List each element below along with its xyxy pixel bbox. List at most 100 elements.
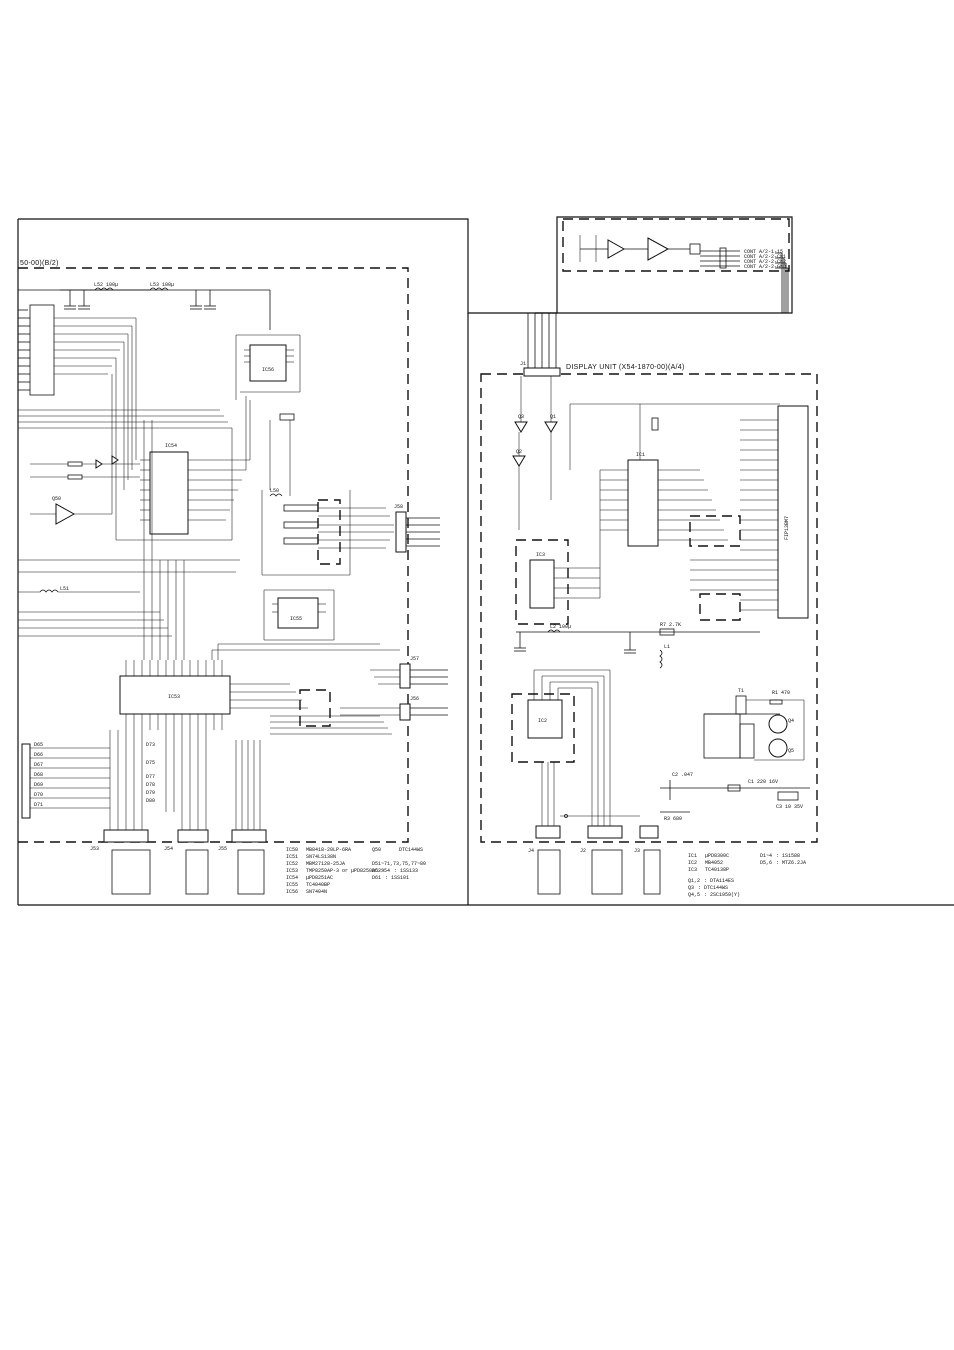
ic55: IC55 — [263, 589, 335, 641]
svg-text:D75: D75 — [146, 760, 155, 766]
svg-text:IC1: IC1 — [636, 452, 645, 458]
svg-text:Q3: DTC144WS: Q3: DTC144WS — [688, 885, 728, 891]
svg-text:Q4,5: 2SC1959(Y): Q4,5: 2SC1959(Y) — [688, 892, 740, 898]
svg-text:J4: J4 — [528, 848, 534, 854]
diode-array-left: D65 D66 D67 D68 D69 D70 D71 — [21, 742, 110, 819]
coil-l53-label: L53 100µ — [150, 282, 174, 288]
ic1: IC1 — [569, 403, 780, 547]
input-network: L51 — [18, 455, 140, 593]
power-rail: L52 100µ L53 100µ — [60, 282, 271, 330]
ic54-label: IC54 — [165, 443, 177, 449]
coil-l52-label: L52 100µ — [94, 282, 118, 288]
svg-text:Q5: Q5 — [788, 748, 794, 754]
ic56-label: IC56 — [262, 367, 274, 373]
main-board: 50-00)(B/2) — [18, 260, 448, 895]
svg-text:CONT A/2-2-CN2: CONT A/2-2-CN2 — [744, 259, 786, 265]
ic55-label: IC55 — [290, 616, 302, 622]
svg-text:D65: D65 — [34, 742, 43, 748]
svg-text:Q4: Q4 — [788, 718, 794, 724]
oscillator-network: L50 — [261, 413, 394, 576]
q50-label: Q50 — [52, 496, 61, 502]
outer-frame — [17, 216, 954, 906]
coil-l50-label: L50 — [270, 488, 279, 494]
j57-label: J57 — [410, 656, 419, 662]
ic2: IC2 — [511, 669, 611, 826]
j56: J56 — [340, 696, 448, 721]
diode-array-middle: D73 D75 D77 D78 D79 D80 — [109, 730, 261, 830]
svg-text:IC2: IC2 — [538, 718, 547, 724]
ic3: IC3 — [515, 470, 601, 625]
j1-label: J1 — [520, 361, 526, 367]
j58: J58 — [394, 504, 440, 553]
j53: J53 — [90, 829, 151, 895]
svg-text:D66: D66 — [34, 752, 43, 758]
display-unit-board: DISPLAY UNIT (X54-1870-00)(A/4) J1 Q3 Q1… — [480, 313, 818, 898]
svg-text:CONT A/2-2-CN1: CONT A/2-2-CN1 — [744, 254, 786, 260]
main-board-title: 50-00)(B/2) — [20, 260, 59, 267]
display-unit-title: DISPLAY UNIT (X54-1870-00)(A/4) — [566, 364, 685, 371]
svg-text:L1: L1 — [664, 644, 670, 650]
svg-text:D51~71,73,75,77~80: D51~71,73,75,77~80 — [372, 861, 426, 867]
svg-text:T1: T1 — [738, 688, 744, 694]
svg-text:Q1: Q1 — [550, 414, 556, 420]
svg-text:IC3: IC3 — [536, 552, 545, 558]
j54: J54 — [164, 829, 209, 895]
j58-label: J58 — [394, 504, 403, 510]
svg-text:D67: D67 — [34, 762, 43, 768]
j54-label: J54 — [164, 846, 173, 852]
ic53: IC53 — [119, 420, 400, 730]
j55: J55 — [218, 829, 267, 895]
ic52 — [270, 689, 392, 735]
svg-text:D1~4: 1S1588: D1~4: 1S1588 — [760, 853, 800, 859]
svg-text:D61: 1SS101: D61: 1SS101 — [372, 875, 409, 881]
ic54: IC54 — [115, 318, 251, 541]
svg-text:D69: D69 — [34, 782, 43, 788]
j2: J2 — [580, 825, 623, 895]
svg-text:D5,6: MTZ6.2JA: D5,6: MTZ6.2JA — [760, 860, 806, 866]
q50: Q50 — [30, 374, 113, 525]
small-amplifier-board: CONT A/2-1-15 CONT A/2-2-CN1 CONT A/2-2-… — [562, 218, 790, 313]
svg-text:J2: J2 — [580, 848, 586, 854]
svg-text:C2 .047: C2 .047 — [672, 772, 693, 778]
svg-text:D52~54: 1SS133: D52~54: 1SS133 — [372, 868, 418, 874]
fip-display: FIP13BM7 — [689, 405, 809, 621]
ic56: IC56 — [235, 334, 301, 400]
fip-display-label: FIP13BM7 — [784, 516, 790, 540]
svg-text:D68: D68 — [34, 772, 43, 778]
ic53-label: IC53 — [168, 694, 180, 700]
j1: J1 — [520, 313, 561, 377]
j56-label: J56 — [410, 696, 419, 702]
svg-text:R7 2.7K: R7 2.7K — [660, 622, 681, 628]
svg-text:R3 680: R3 680 — [664, 816, 682, 822]
svg-text:CONT A/2-2-GND: CONT A/2-2-GND — [744, 264, 786, 270]
svg-text:CONT A/2-1-15: CONT A/2-1-15 — [744, 249, 783, 255]
svg-text:R1 470: R1 470 — [772, 690, 790, 696]
filter-network: C1 220 16V C2 .047 C3 10 35V R3 680 — [560, 772, 810, 822]
j57: J57 — [370, 656, 448, 689]
j53-label: J53 — [90, 846, 99, 852]
j3: J3 — [634, 825, 661, 895]
display-power-network: L2 100µ R7 2.7K L1 — [514, 622, 760, 669]
svg-text:D77: D77 — [146, 774, 155, 780]
svg-text:L2 100µ: L2 100µ — [550, 624, 571, 630]
left-bus — [18, 289, 240, 637]
svg-text:Q1,2: DTA114ES: Q1,2: DTA114ES — [688, 878, 734, 884]
svg-text:D70: D70 — [34, 792, 43, 798]
j55-label: J55 — [218, 846, 227, 852]
coil-l51-label: L51 — [60, 586, 69, 592]
svg-text:D79: D79 — [146, 790, 155, 796]
svg-text:D71: D71 — [34, 802, 43, 808]
svg-text:C1 220 16V: C1 220 16V — [748, 779, 778, 785]
